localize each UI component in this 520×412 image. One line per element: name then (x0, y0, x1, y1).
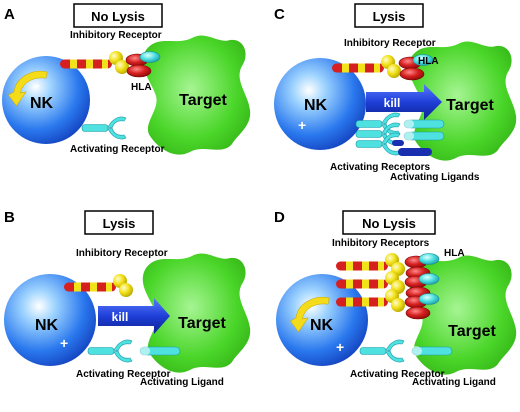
plus-sign-icon: + (60, 335, 68, 351)
panel-letter: D (274, 209, 285, 226)
kill-label: kill (384, 96, 401, 110)
kill-arrow-icon (98, 298, 170, 334)
label-activating-receptor: Activating Receptor (76, 369, 171, 380)
panel-letter: A (4, 6, 15, 23)
activating-receptor-icon (87, 339, 133, 363)
minus-sign-icon: - (35, 77, 40, 93)
label-activating-ligand: Activating Ligand (140, 377, 224, 388)
label-hla: HLA (444, 248, 465, 259)
target-label: Target (448, 323, 496, 340)
target-label: Target (179, 92, 227, 109)
label-activating-receptor: Activating Receptor (350, 369, 445, 380)
activating-ligand-icon (392, 140, 404, 146)
activating-receptor-icon (81, 116, 127, 140)
nk-cell (274, 58, 366, 150)
nk-cell (276, 274, 368, 366)
activating-ligand-icon (401, 130, 445, 142)
outcome-label: No Lysis (91, 9, 145, 24)
outcome-label: Lysis (373, 9, 406, 24)
activating-ligand-icon (409, 345, 453, 357)
kill-label: kill (112, 310, 129, 324)
label-hla: HLA (131, 82, 152, 93)
nk-label: NK (304, 97, 328, 114)
panel-letter: B (4, 209, 15, 226)
panel-c: C Lysis Target NK + kill Inhibitory Rece… (274, 3, 517, 183)
outcome-label: No Lysis (362, 216, 416, 231)
kill-arrow-icon (366, 84, 442, 120)
target-label: Target (178, 315, 226, 332)
label-inhibitory-receptor: Inhibitory Receptor (344, 38, 436, 49)
outcome-box (342, 210, 436, 235)
target-label: Target (446, 97, 494, 114)
label-inhibitory-receptor: Inhibitory Receptor (70, 30, 162, 41)
nk-label: NK (310, 317, 334, 334)
label-inhibitory-receptor: Inhibitory Receptor (76, 248, 168, 259)
panel-d: D No Lysis Target NK + Inhibitory Recept… (274, 209, 517, 388)
label-activating-ligand: Activating Ligand (412, 377, 496, 388)
label-hla: HLA (418, 56, 439, 67)
label-inhibitory-receptors: Inhibitory Receptors (332, 238, 430, 249)
outcome-box (354, 3, 424, 28)
activating-ligand-icon (137, 345, 181, 357)
nk-cell (4, 274, 96, 366)
plus-sign-icon: + (336, 339, 344, 355)
activating-ligand-icon (398, 148, 432, 156)
activating-ligand-icon (401, 118, 445, 130)
panel-b: B Lysis Target NK + kill Inhibitory Rece… (4, 209, 251, 388)
label-activating-receptor: Activating Receptor (70, 144, 165, 155)
activating-receptor-icon (359, 339, 405, 363)
outcome-box (73, 3, 163, 28)
panel-letter: C (274, 6, 285, 23)
panel-a: A No Lysis Target NK - Inhibitory Recept… (2, 3, 251, 155)
nk-label: NK (35, 317, 59, 334)
plus-sign-icon: + (298, 117, 306, 133)
label-activating-ligands: Activating Ligands (390, 172, 480, 183)
outcome-label: Lysis (103, 216, 136, 231)
label-activating-receptors: Activating Receptors (330, 162, 430, 173)
outcome-box (84, 210, 154, 235)
nk-label: NK (30, 95, 54, 112)
